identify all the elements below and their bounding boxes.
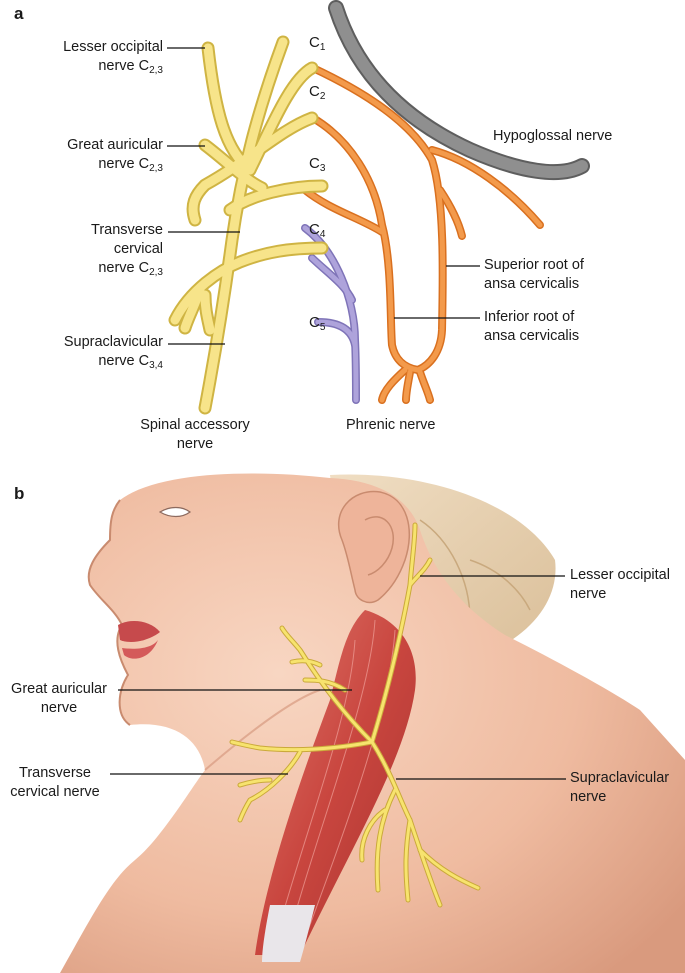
eye [158,506,192,518]
a-great-auricular-label: Great auricular nerve C2,3 [67,137,163,174]
a-inferior-root-label: Inferior root of ansa cervicalis [484,309,580,344]
sternocleidomastoid-muscle [255,610,416,955]
panel-a-letter: a [14,4,24,23]
b-great-auricular-label: Great auricular nerve [11,681,107,716]
lips [118,620,160,643]
a-transverse-cervical-label: Transverse cervical nerve C2,3 [91,222,163,278]
panel-a-leader-lines [167,47,480,345]
panel-b-letter: b [14,484,25,503]
panel-b-leader-lines [110,575,566,780]
b-supraclavicular-label: Supraclavicular nerve [570,770,670,805]
root-c2-label: C2 [309,83,326,102]
a-spinal-accessory-label: Spinal accessory nerve [140,417,250,452]
root-c1-label: C1 [309,34,326,53]
panel-a-diagram [167,0,590,415]
b-transverse-cervical-label: Transverse cervical nerve [10,765,100,800]
root-c3-label: C3 [309,155,326,174]
a-lesser-occipital-label: Lesser occipital nerve C2,3 [63,39,163,76]
cervical-plexus [168,35,329,415]
a-phrenic-label: Phrenic nerve [346,417,436,433]
hypoglossal-nerve [328,0,590,181]
a-supraclavicular-label: Supraclavicular nerve C3,4 [63,334,163,371]
root-c5-label: C5 [309,314,326,333]
a-hypoglossal-label: Hypoglossal nerve [493,128,613,144]
root-c4-label: C4 [309,221,326,240]
panel-b-illustration [60,473,685,973]
panel-b-nerves [229,522,481,908]
a-superior-root-label: Superior root of ansa cervicalis [484,257,584,292]
ear [337,490,411,604]
b-lesser-occipital-label: Lesser occipital nerve [570,567,670,602]
ansa-cervicalis [301,64,544,404]
